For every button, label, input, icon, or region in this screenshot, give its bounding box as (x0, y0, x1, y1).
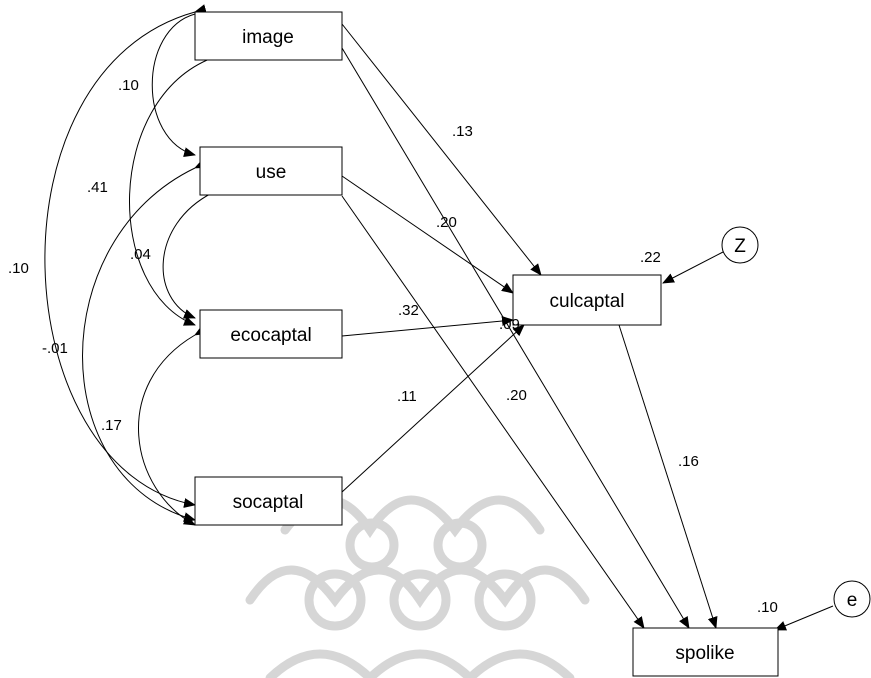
error-e-label: e (847, 590, 858, 611)
cov-curve-image-ecocaptal (128, 49, 225, 326)
cov-label-image-use: .10 (118, 77, 139, 94)
cov-curve-image-socaptal (44, 4, 207, 508)
coefficient-labels: .10 .41 .10 .04 -.01 .17 .13 .20 .32 .20… (8, 77, 778, 616)
error-e: e (833, 580, 871, 618)
cov-label-use-ecocaptal: .04 (130, 246, 151, 263)
path-socaptal-culcaptal (341, 324, 525, 493)
node-culcaptal: culcaptal (512, 274, 662, 326)
watermark-seal (245, 495, 590, 678)
node-use-label: use (256, 162, 287, 183)
node-use: use (199, 146, 343, 196)
path-label-image-spolike: .20 (436, 214, 457, 231)
path-label-image-culcaptal: .13 (452, 123, 473, 140)
r2-label-spolike: .10 (757, 599, 778, 616)
path-ecocaptal-culcaptal (341, 316, 514, 337)
cov-label-ecocaptal-socaptal: .17 (101, 417, 122, 434)
path-use-spolike (341, 195, 645, 629)
cov-curve-image-use (151, 6, 207, 158)
node-spolike-label: spolike (675, 643, 734, 664)
path-image-culcaptal (341, 23, 542, 276)
regression-paths (341, 23, 834, 631)
cov-label-image-socaptal: .10 (8, 260, 29, 277)
node-socaptal: socaptal (194, 476, 343, 526)
path-z-culcaptal (662, 251, 724, 284)
node-ecocaptal: ecocaptal (199, 309, 343, 359)
path-culcaptal-spolike (618, 324, 718, 629)
node-culcaptal-label: culcaptal (550, 291, 625, 312)
path-e-spolike (774, 605, 834, 631)
path-label-ecocaptal-culcaptal: .09 (499, 316, 520, 333)
error-z-label: Z (734, 236, 746, 257)
node-image-label: image (242, 27, 294, 48)
cov-label-image-ecocaptal: .41 (87, 179, 108, 196)
path-image-spolike (341, 47, 690, 629)
cov-curve-ecocaptal-socaptal (138, 325, 208, 526)
covariance-curves (44, 4, 225, 526)
node-ecocaptal-label: ecocaptal (230, 325, 311, 346)
r2-label-culcaptal: .22 (640, 249, 661, 266)
cov-curve-use-ecocaptal (162, 183, 225, 319)
node-socaptal-label: socaptal (233, 492, 304, 513)
error-z: Z (721, 226, 759, 264)
path-use-culcaptal (341, 175, 514, 294)
cov-curve-use-socaptal (82, 158, 208, 522)
cov-label-use-socaptal: -.01 (42, 340, 68, 357)
path-label-socaptal-culcaptal: .11 (397, 388, 417, 405)
node-spolike: spolike (632, 627, 779, 677)
path-label-use-spolike: .20 (506, 387, 527, 404)
node-image: image (194, 11, 343, 61)
path-label-use-culcaptal: .32 (398, 302, 419, 319)
path-label-culcaptal-spolike: .16 (678, 453, 699, 470)
